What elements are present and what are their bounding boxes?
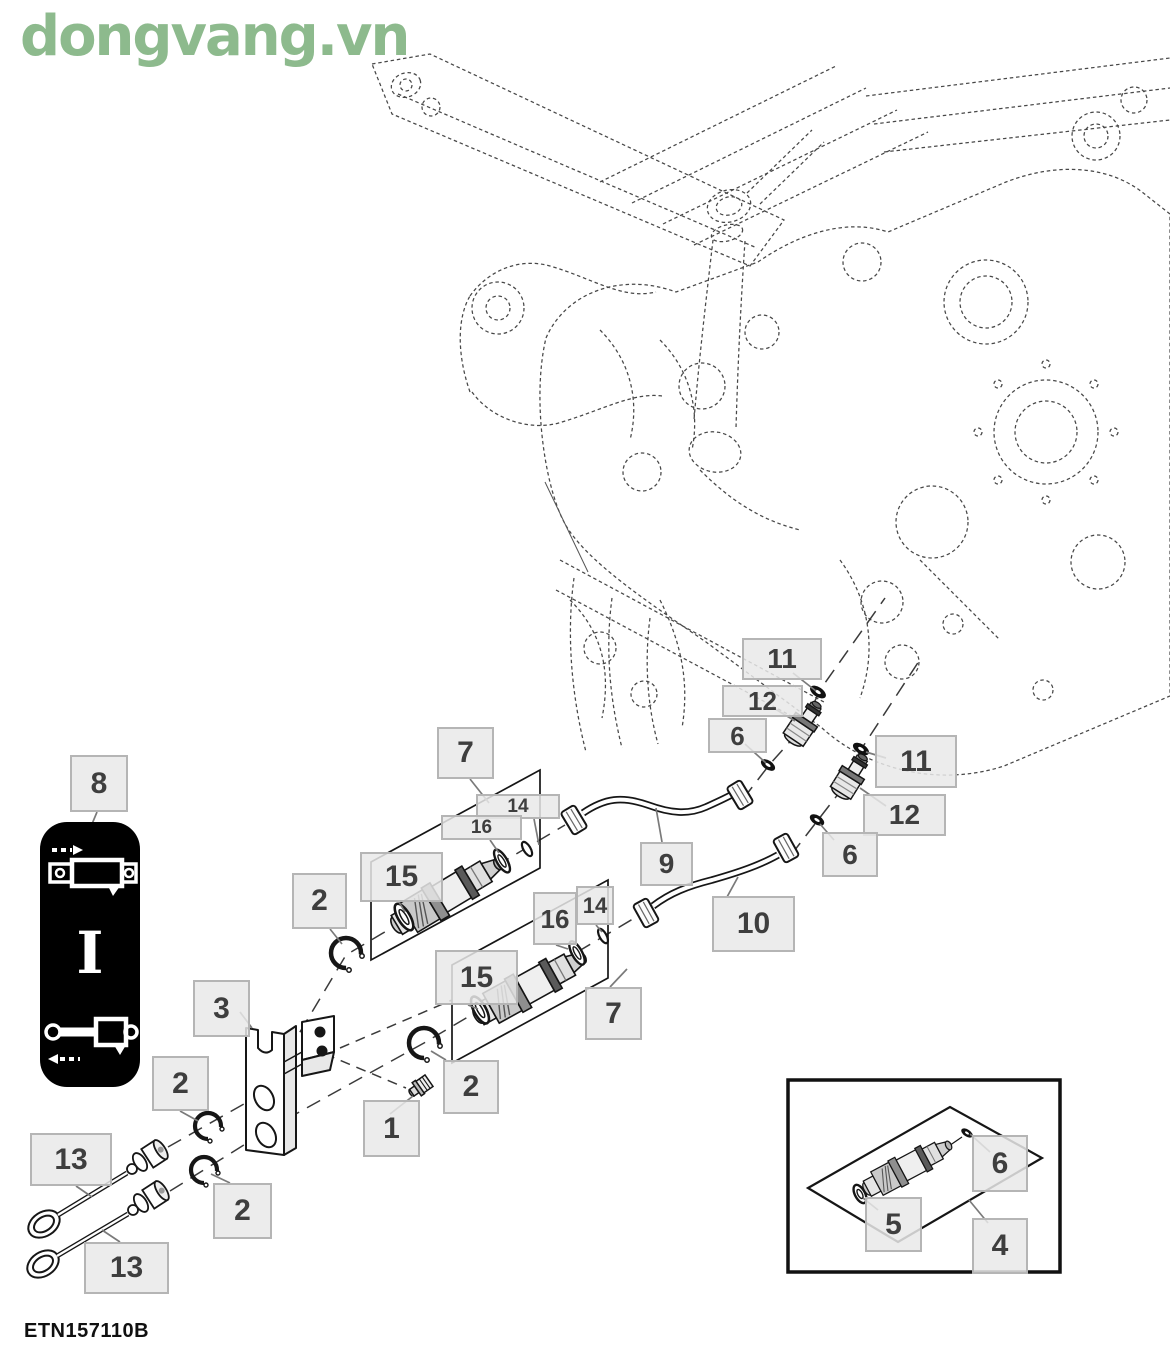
callout-16-upper: 16 <box>441 815 522 840</box>
pipe-9 <box>580 790 735 817</box>
callout-16-lower: 16 <box>533 892 577 945</box>
callout-6-lower: 6 <box>822 832 878 877</box>
pipe-10 <box>650 851 780 910</box>
callout-2-ring-a: 2 <box>292 873 347 929</box>
callout-14-upper: 14 <box>476 794 560 819</box>
machinery-outline <box>371 53 1170 776</box>
callout-13-lower: 13 <box>84 1242 169 1294</box>
orientation-legend: I <box>40 822 140 1087</box>
bracket <box>245 1015 335 1156</box>
cylinder-retract-icon <box>44 1016 139 1064</box>
callout-12-upper: 12 <box>722 685 803 717</box>
callout-10: 10 <box>712 896 795 952</box>
pull-pin-upper <box>27 1139 169 1239</box>
pipe-nut <box>725 778 755 812</box>
callout-2-ring-b: 2 <box>443 1060 499 1114</box>
pull-pin-lower <box>26 1180 170 1279</box>
snap-rings <box>188 935 443 1188</box>
callout-8: 8 <box>70 755 128 812</box>
callout-3: 3 <box>193 980 250 1037</box>
callout-11-upper: 11 <box>742 638 822 680</box>
callout-7-upper: 7 <box>437 727 494 779</box>
callout-14-lower: 14 <box>576 886 614 925</box>
figure-code: ETN157110B <box>24 1320 150 1342</box>
callout-4: 4 <box>972 1218 1028 1274</box>
bolt <box>408 1073 435 1098</box>
cylinder-extend-icon <box>48 845 138 896</box>
callout-6-inset: 6 <box>972 1135 1028 1192</box>
callout-5: 5 <box>865 1197 922 1252</box>
callout-13-upper: 13 <box>30 1133 112 1186</box>
callout-11-lower: 11 <box>875 735 957 788</box>
callout-2-ring-c: 2 <box>152 1056 209 1111</box>
callout-6-upper: 6 <box>708 718 767 753</box>
callout-7-lower: 7 <box>585 987 642 1040</box>
callout-15-lower: 15 <box>435 950 518 1005</box>
o-rings <box>393 685 973 1205</box>
section-letter: I <box>76 919 104 987</box>
callout-12-lower: 12 <box>863 794 946 836</box>
callout-15-upper: 15 <box>360 852 443 902</box>
callout-2-ring-d: 2 <box>213 1183 272 1239</box>
watermark: dongvang.vn <box>20 4 410 69</box>
callout-1: 1 <box>363 1100 420 1157</box>
callout-9: 9 <box>640 842 693 886</box>
